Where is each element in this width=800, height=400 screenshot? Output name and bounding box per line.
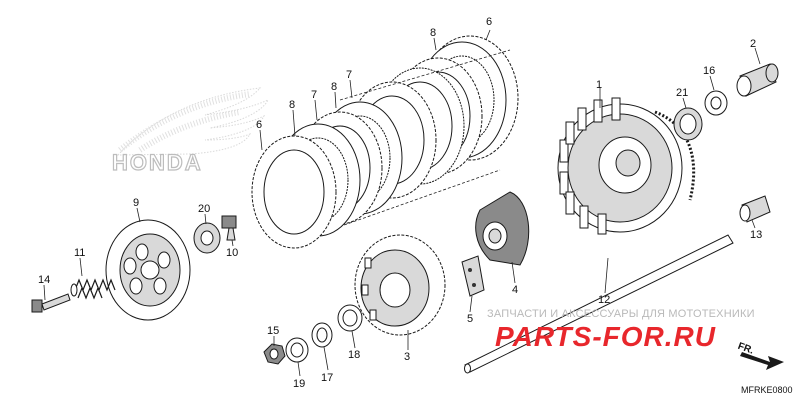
direction-label: FR.: [736, 341, 755, 357]
part-21-needle-bearing: [673, 107, 703, 141]
callout-14: 14: [38, 274, 50, 286]
part-19-washer: [285, 337, 309, 363]
callout-16: 16: [703, 65, 715, 77]
watermark-site-logo: PARTS-FOR.RU: [495, 321, 716, 352]
part-17-washer: [311, 322, 333, 348]
callout-6a: 6: [256, 119, 262, 131]
part-14-bolt: [31, 293, 71, 313]
callout-15: 15: [267, 325, 279, 337]
callout-11: 11: [74, 247, 85, 259]
part-10-bolt: [221, 215, 237, 241]
honda-brand-text: HONDA: [112, 150, 203, 175]
plate-stack-front: [251, 101, 403, 249]
part-11-springs: [70, 278, 116, 300]
callout-7b: 7: [346, 69, 352, 81]
callout-2: 2: [750, 38, 756, 50]
honda-wing-logo: [116, 87, 270, 156]
callout-19: 19: [293, 378, 305, 390]
callout-4: 4: [512, 284, 518, 296]
callout-21: 21: [676, 87, 688, 99]
callout-10: 10: [226, 247, 238, 259]
watermark-caption: ЗАПЧАСТИ И АКСЕССУАРЫ ДЛЯ МОТОТЕХНИКИ: [487, 308, 755, 320]
part-callouts: 1 2 3 4 5 6 6 7 7 8 8 8 9 10 11 12 13 14…: [38, 16, 762, 390]
callout-12: 12: [598, 294, 610, 306]
callout-13: 13: [750, 229, 762, 241]
part-3-clutch-center: [354, 234, 446, 336]
part-16-washer: [704, 90, 728, 116]
callout-3: 3: [404, 351, 410, 363]
part-2-collar: [736, 63, 779, 97]
part-4-lifter-plate: [475, 191, 530, 266]
part-13-bush: [739, 195, 771, 223]
part-9-pressure-plate: [105, 219, 191, 321]
diagram-code: MFRKE0800: [741, 385, 793, 395]
callout-8a: 8: [289, 99, 295, 111]
callout-6b: 6: [486, 16, 492, 28]
callout-20: 20: [198, 203, 210, 215]
forward-direction-arrow: FR.: [736, 341, 784, 370]
callout-17: 17: [321, 372, 333, 384]
callout-18: 18: [348, 349, 360, 361]
part-12-pushrod: [464, 234, 734, 374]
callout-1: 1: [596, 79, 602, 91]
callout-8c: 8: [430, 27, 436, 39]
callout-5: 5: [467, 313, 473, 325]
part-5-bracket: [461, 255, 485, 297]
part-20-bearing: [193, 222, 221, 254]
part-15-nut: [263, 343, 286, 365]
leader-lines: [43, 29, 761, 377]
callout-8b: 8: [331, 81, 337, 93]
callout-7a: 7: [311, 89, 317, 101]
part-18-washer: [337, 304, 363, 332]
part-1-clutch-outer: [557, 97, 696, 235]
callout-9: 9: [133, 197, 139, 209]
